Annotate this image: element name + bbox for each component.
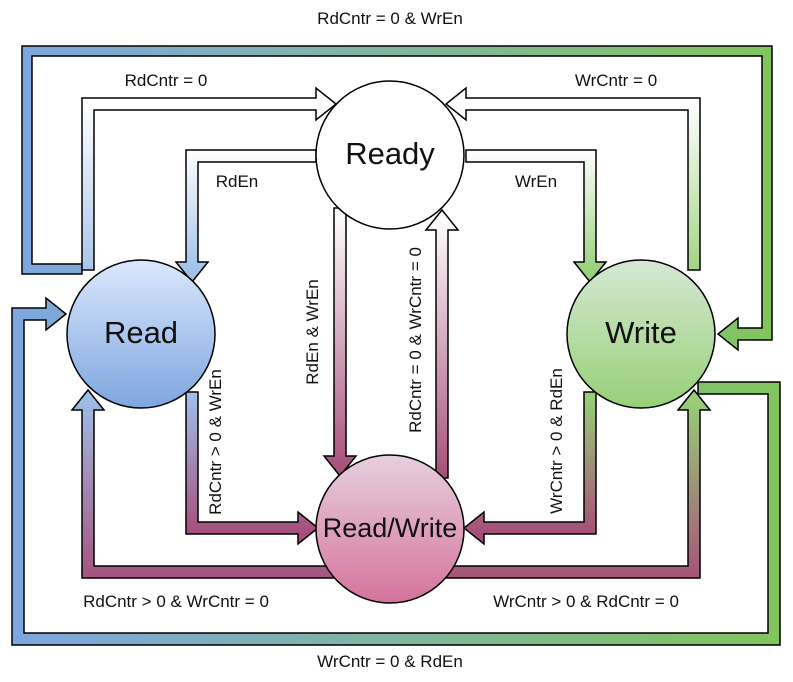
state-read: Read [66, 259, 216, 409]
label-read-to-write-outer: RdCntr = 0 & WrEn [317, 9, 463, 28]
label-read-write-to-read: RdCntr > 0 & WrCntr = 0 [83, 592, 269, 611]
state-read-write: Read/Write [315, 454, 465, 604]
arrow-write-to-read-write [462, 391, 597, 546]
arrow-read-write-to-ready [424, 208, 460, 479]
label-ready-to-read-write: RdEn & WrEn [303, 279, 322, 385]
arrow-read-to-ready [81, 86, 338, 271]
arrow-write-to-read-outer [11, 296, 781, 646]
state-read-write-label: Read/Write [323, 513, 458, 543]
state-write-label: Write [605, 315, 677, 350]
label-read-to-read-write: RdCntr > 0 & WrEn [206, 369, 225, 515]
arrow-write-to-ready [444, 86, 701, 271]
label-ready-to-read: RdEn [216, 172, 259, 191]
label-read-to-ready: RdCntr = 0 [125, 71, 208, 90]
state-write: Write [566, 259, 716, 409]
label-write-to-read-write: WrCntr > 0 & RdEn [547, 368, 566, 514]
arrow-ready-to-read [174, 149, 317, 284]
state-read-label: Read [104, 315, 178, 350]
arrow-read-write-to-write [445, 388, 712, 579]
arrow-read-to-write-outer [21, 45, 773, 352]
label-ready-to-write: WrEn [515, 172, 557, 191]
label-read-write-to-write: WrCntr > 0 & RdCntr = 0 [493, 592, 679, 611]
state-ready: Ready [315, 80, 465, 230]
label-read-write-to-ready: RdCntr = 0 & WrCntr = 0 [406, 247, 425, 433]
label-write-to-read-outer: WrCntr = 0 & RdEn [317, 652, 463, 671]
arrow-ready-to-read-write [322, 207, 358, 478]
arrow-read-to-read-write [185, 391, 320, 546]
state-ready-label: Ready [345, 136, 435, 171]
arrow-read-write-to-read [70, 388, 337, 579]
label-write-to-ready: WrCntr = 0 [575, 71, 657, 90]
arrow-ready-to-write [465, 149, 608, 284]
